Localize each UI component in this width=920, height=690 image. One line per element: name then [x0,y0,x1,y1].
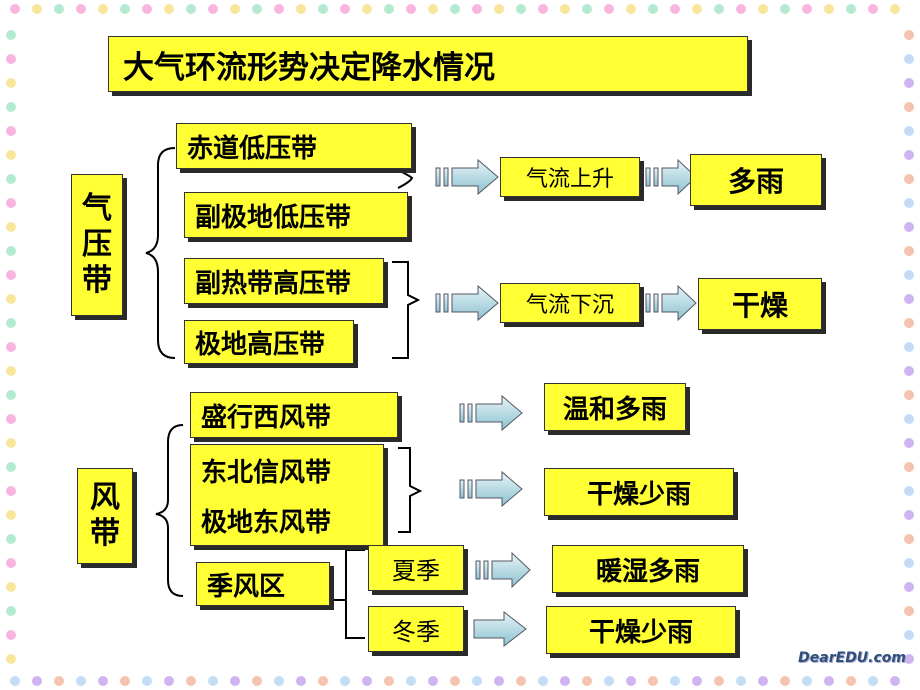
trade-polar-box: 东北信风带 极地东风带 [190,444,384,546]
result-westerly-box: 温和多雨 [544,383,686,431]
low-brace [397,169,414,189]
arrow-down-flow [435,284,499,322]
arrow-winter [473,610,527,648]
subpolar-low-box: 副极地低压带 [184,192,408,238]
watermark-logo: DearEDU.com [798,650,906,666]
equatorial-low-box: 赤道低压带 [176,123,412,169]
page-title: 大气环流形势决定降水情况 [108,36,748,92]
westerly-box: 盛行西风带 [190,392,398,438]
arrow-trade [459,470,523,508]
subtropical-high-box: 副热带高压带 [184,258,384,304]
result-trade-polar-box: 干燥少雨 [544,468,734,516]
wind-belt-label: 风 带 [77,468,133,564]
high-brace [392,261,421,359]
trade-wind-label: 东北信风带 [201,457,332,488]
summer-box: 夏季 [368,545,464,591]
wind-label-char-2: 带 [90,516,120,551]
arrow-westerly [459,394,523,432]
trade-brace [398,447,423,533]
arrow-up-flow [435,158,499,196]
pressure-brace [145,147,176,359]
pressure-label-char-3: 带 [82,263,112,298]
monsoon-brace [330,549,365,639]
pressure-belt-label: 气 压 带 [71,174,123,316]
arrow-summer [475,551,531,589]
result-dry-box: 干燥 [698,278,822,330]
pressure-label-char-1: 气 [82,191,112,226]
result-summer-box: 暖湿多雨 [552,545,744,593]
polar-high-box: 极地高压带 [184,320,354,364]
pressure-label-char-2: 压 [82,227,112,262]
wind-label-char-1: 风 [90,480,120,515]
wind-brace [155,424,184,597]
flow-up-box: 气流上升 [500,157,640,197]
polar-easterly-label: 极地东风带 [201,507,332,538]
arrow-down-result [645,284,697,322]
flow-down-box: 气流下沉 [500,283,640,323]
result-rainy-box: 多雨 [690,154,822,206]
winter-box: 冬季 [368,606,464,652]
result-winter-box: 干燥少雨 [546,606,736,654]
monsoon-box: 季风区 [196,562,330,606]
arrow-up-result [645,158,697,196]
